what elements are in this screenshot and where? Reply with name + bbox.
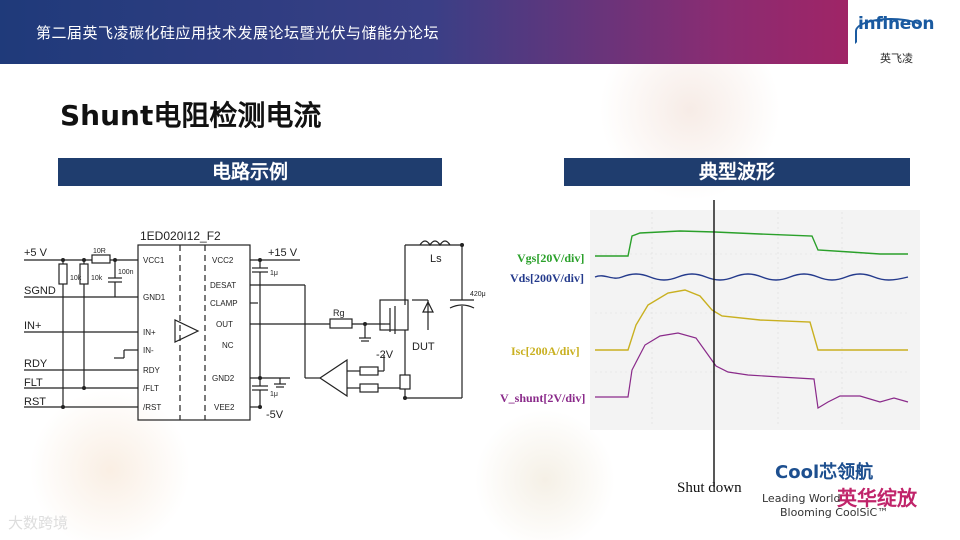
slide-title: Shunt电阻检测电流 (60, 99, 322, 132)
signal-sgnd: SGND (24, 285, 56, 297)
cool-subtitle: 英华绽放 (837, 486, 917, 510)
label-420u: 420μ (470, 291, 486, 298)
vds-trace (594, 273, 909, 281)
pin-in-plus: IN+ (143, 328, 156, 337)
chip-name: 1ED020I12_F2 (140, 229, 221, 243)
shut-down-label: Shut down (677, 480, 742, 496)
label-minus5: -5V (266, 409, 284, 421)
buffer-symbol (174, 319, 200, 343)
signal-5v: +5 V (24, 247, 48, 259)
section-header-waveforms: 典型波形 (564, 158, 910, 186)
label-10k-b: 10k (91, 275, 103, 282)
signal-flt: FLT (24, 377, 43, 389)
signal-rdy: RDY (24, 358, 48, 370)
label-dut: DUT (412, 341, 435, 353)
pin-out: OUT (216, 320, 233, 329)
label-10k-a: 10k (70, 275, 82, 282)
pin-vcc2: VCC2 (212, 256, 234, 265)
pin-vcc1: VCC1 (143, 256, 165, 265)
top-banner (0, 0, 960, 64)
signal-rst: RST (24, 396, 46, 408)
infineon-logo-icon (855, 18, 927, 44)
label-100n: 100n (118, 269, 134, 276)
comparator-symbol (318, 358, 348, 398)
isc-trace (595, 289, 908, 351)
pin-gnd2: GND2 (212, 374, 235, 383)
watermark: 大数跨境 (8, 514, 69, 532)
pin-rst: /RST (143, 403, 161, 412)
cool-title: Cool芯领航 (775, 462, 874, 483)
vgs-trace (595, 230, 908, 257)
label-plus15: +15 V (268, 247, 298, 259)
pin-in-minus: IN- (143, 346, 154, 355)
slogan-line-2: Blooming CoolSiC™ (780, 506, 889, 519)
label-isc: Isc[200A/div] (511, 344, 580, 358)
section-header-circuit: 电路示例 (58, 158, 442, 186)
pin-clamp: CLAMP (210, 299, 238, 308)
logo-text: infineon (858, 14, 935, 34)
label-ls: Ls (430, 253, 442, 265)
slogan-line-1: Leading World (762, 492, 841, 505)
pin-desat: DESAT (210, 281, 236, 290)
pin-rdy: RDY (143, 366, 161, 375)
pin-gnd1: GND1 (143, 293, 166, 302)
label-1u-b: 1μ (270, 391, 278, 398)
label-vgs: Vgs[20V/div] (517, 251, 585, 265)
pin-flt: /FLT (143, 384, 159, 393)
logo-cn-text: 英飞凌 (880, 52, 913, 65)
pin-nc: NC (222, 341, 234, 350)
label-minus2v: -2V (376, 349, 394, 361)
label-1u-a: 1μ (270, 270, 278, 277)
pin-vee2: VEE2 (214, 403, 235, 412)
scope-grid (595, 212, 908, 425)
label-v-shunt: V_shunt[2V/div] (500, 391, 586, 405)
label-10r: 10R (93, 248, 106, 255)
label-rg: Rg (333, 308, 345, 318)
circuit-diagram: 1ED020I12_F2 VCC1 GND1 IN+ IN- RDY /FLT … (24, 229, 486, 421)
label-vds: Vds[200V/div] (510, 271, 585, 285)
event-title: 第二届英飞凌碳化硅应用技术发展论坛暨光伏与储能分论坛 (36, 24, 440, 42)
signal-in-plus: IN+ (24, 320, 41, 332)
v-shunt-trace (595, 332, 909, 409)
